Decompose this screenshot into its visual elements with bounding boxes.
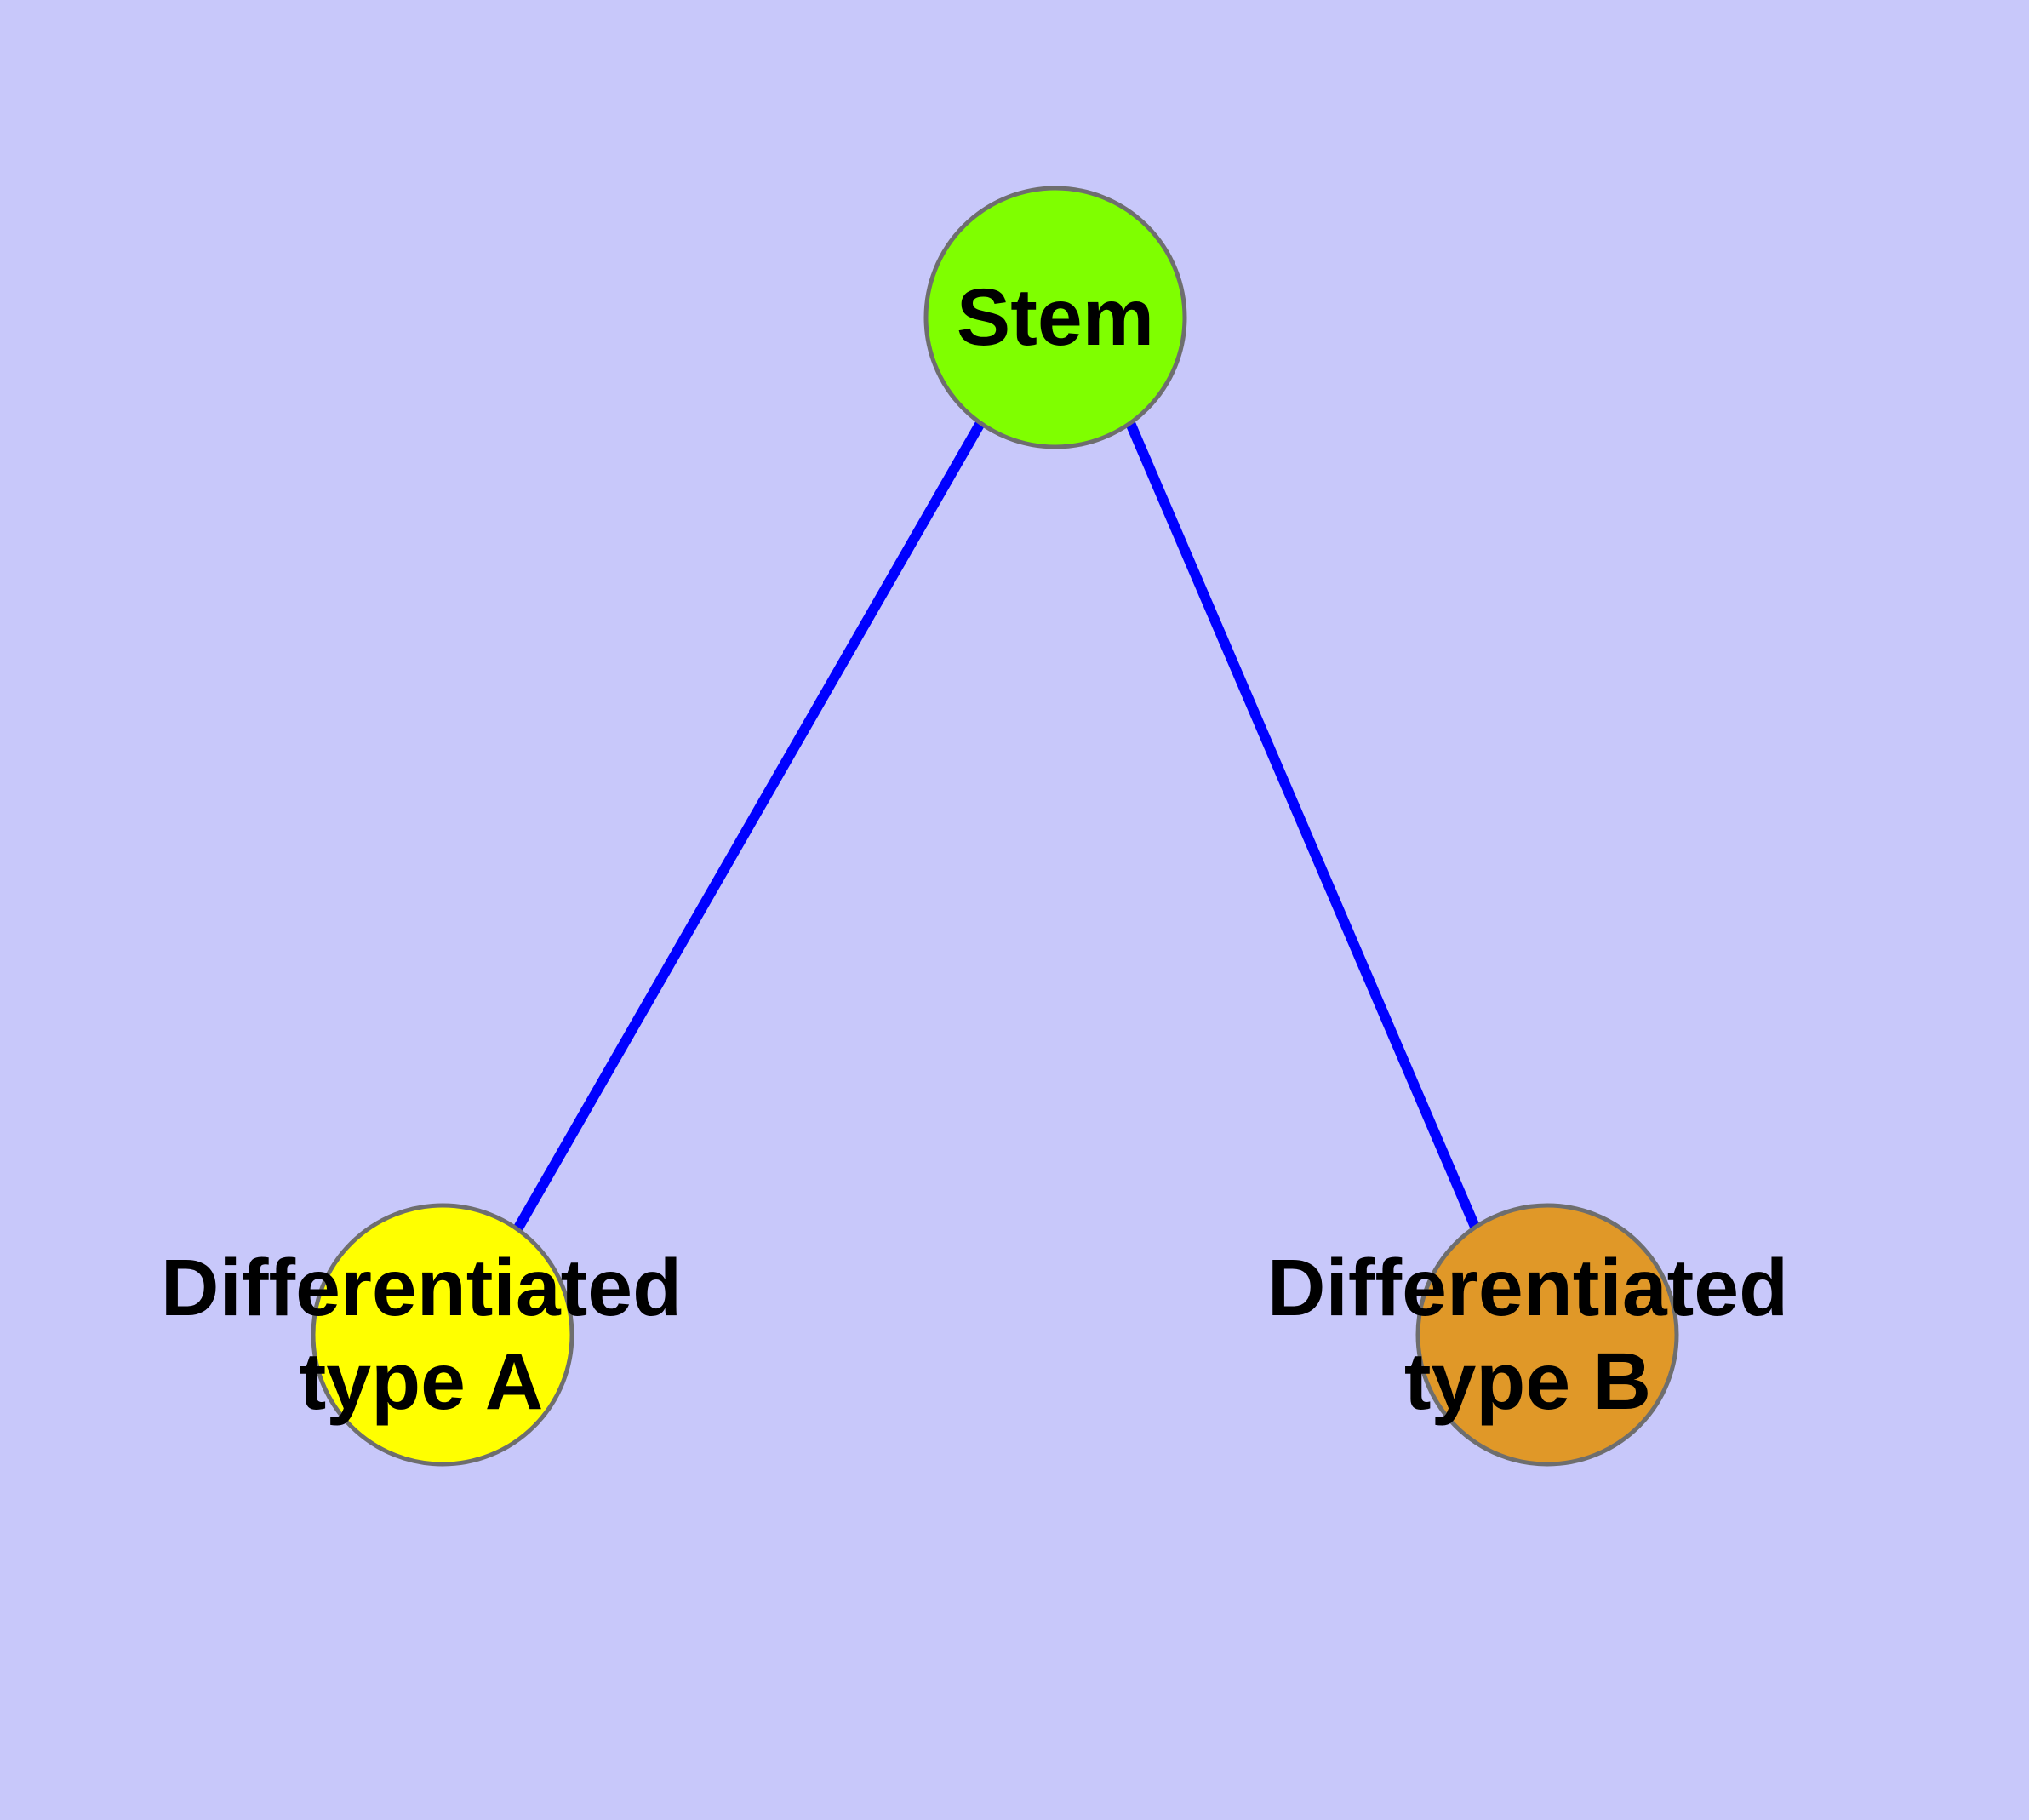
nodes-layer [311, 186, 1679, 1467]
node-circle-diff_a[interactable] [311, 1203, 574, 1467]
edge-stem-to-diff_a[interactable] [512, 421, 986, 1232]
node-label-line: Differentiated [1267, 1243, 1788, 1333]
node-label-line: Differentiated [161, 1243, 682, 1333]
node-circle-stem[interactable] [923, 186, 1187, 449]
node-label-stem: Stem [957, 272, 1154, 363]
node-circle-diff_b[interactable] [1415, 1203, 1679, 1467]
edge-stem-to-diff_b[interactable] [1125, 421, 1480, 1229]
edges-layer [512, 421, 1480, 1232]
node-label-line: type B [1404, 1336, 1651, 1427]
node-label-line: Stem [957, 272, 1154, 363]
node-label-line: type A [300, 1336, 544, 1427]
